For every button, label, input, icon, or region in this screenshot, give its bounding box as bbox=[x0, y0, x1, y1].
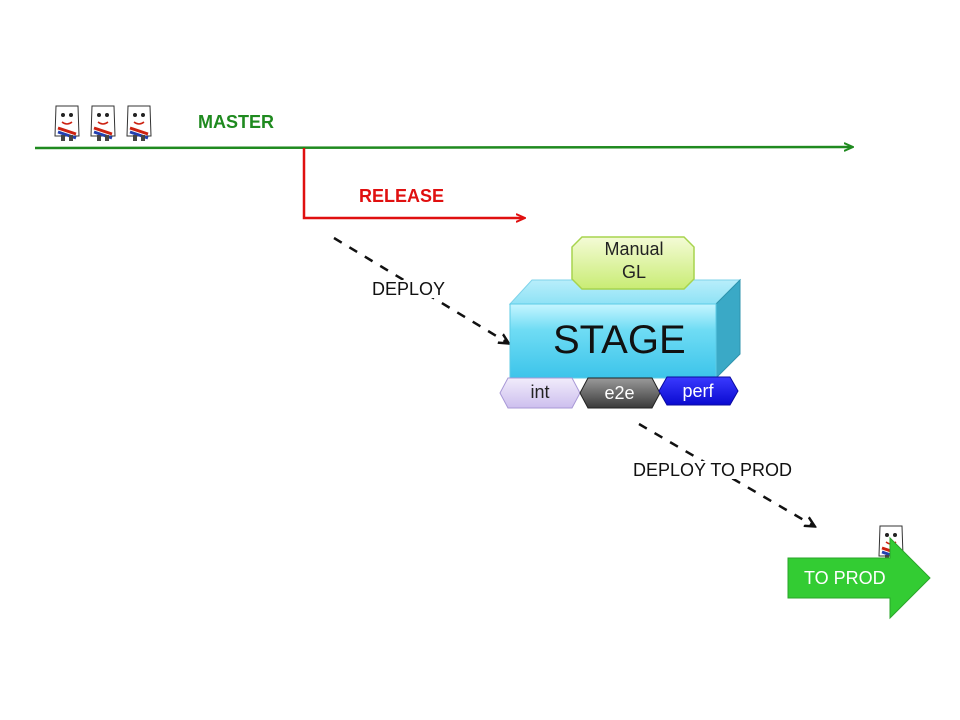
manual-gate-label: Manual GL bbox=[604, 239, 664, 282]
e2e-tag-shape bbox=[579, 377, 661, 409]
master-branch-label: MASTER bbox=[198, 112, 274, 132]
master-arrow bbox=[34, 147, 852, 148]
release-arrow bbox=[302, 148, 524, 218]
mascot-icon bbox=[53, 104, 81, 143]
to-prod-arrow-shape bbox=[787, 536, 931, 620]
to-prod-label: TO PROD bbox=[804, 568, 886, 588]
mascot-icon bbox=[125, 104, 153, 143]
deploy-to-prod-step-label: DEPLOY TO PROD bbox=[632, 460, 794, 480]
perf-tag-shape bbox=[658, 376, 739, 406]
deploy-step-label: DEPLOY bbox=[371, 279, 447, 299]
release-branch-label: RELEASE bbox=[359, 186, 445, 206]
deploy-to-prod-arrow bbox=[638, 422, 814, 526]
int-tag-shape bbox=[499, 377, 581, 409]
int-test-label: int bbox=[530, 382, 550, 402]
stage-label: STAGE bbox=[553, 318, 686, 362]
manual-gate-shape bbox=[571, 236, 695, 290]
mascot-icon bbox=[89, 104, 117, 143]
perf-test-label: perf bbox=[682, 381, 714, 401]
e2e-test-label: e2e bbox=[604, 383, 635, 403]
deploy-arrow bbox=[333, 236, 508, 343]
